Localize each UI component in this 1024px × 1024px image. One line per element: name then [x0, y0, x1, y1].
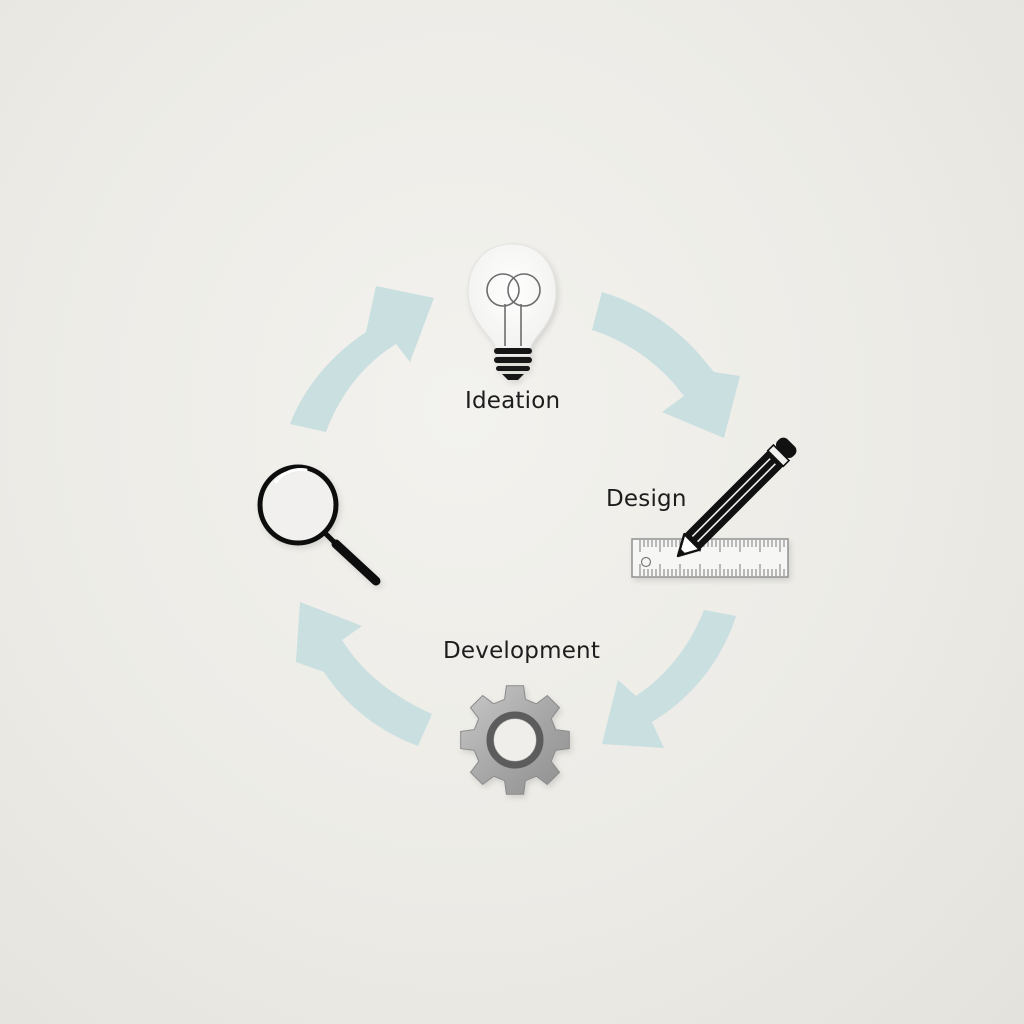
arrow-design-to-development [602, 610, 736, 748]
gear-icon [460, 685, 570, 795]
ideation-label: Ideation [465, 388, 561, 414]
lightbulb-icon [467, 243, 557, 380]
magnifying-glass-icon [257, 464, 381, 586]
arrow-review-to-ideation [290, 286, 434, 432]
development-label: Development [443, 638, 601, 664]
design-label: Design [606, 486, 687, 512]
arrow-ideation-to-design [592, 292, 740, 438]
arrow-development-to-review [296, 602, 432, 746]
cycle-arrows [290, 286, 740, 748]
pencil-icon [676, 437, 797, 558]
pencil-ruler-icon [631, 437, 797, 578]
ruler-icon [631, 538, 789, 578]
